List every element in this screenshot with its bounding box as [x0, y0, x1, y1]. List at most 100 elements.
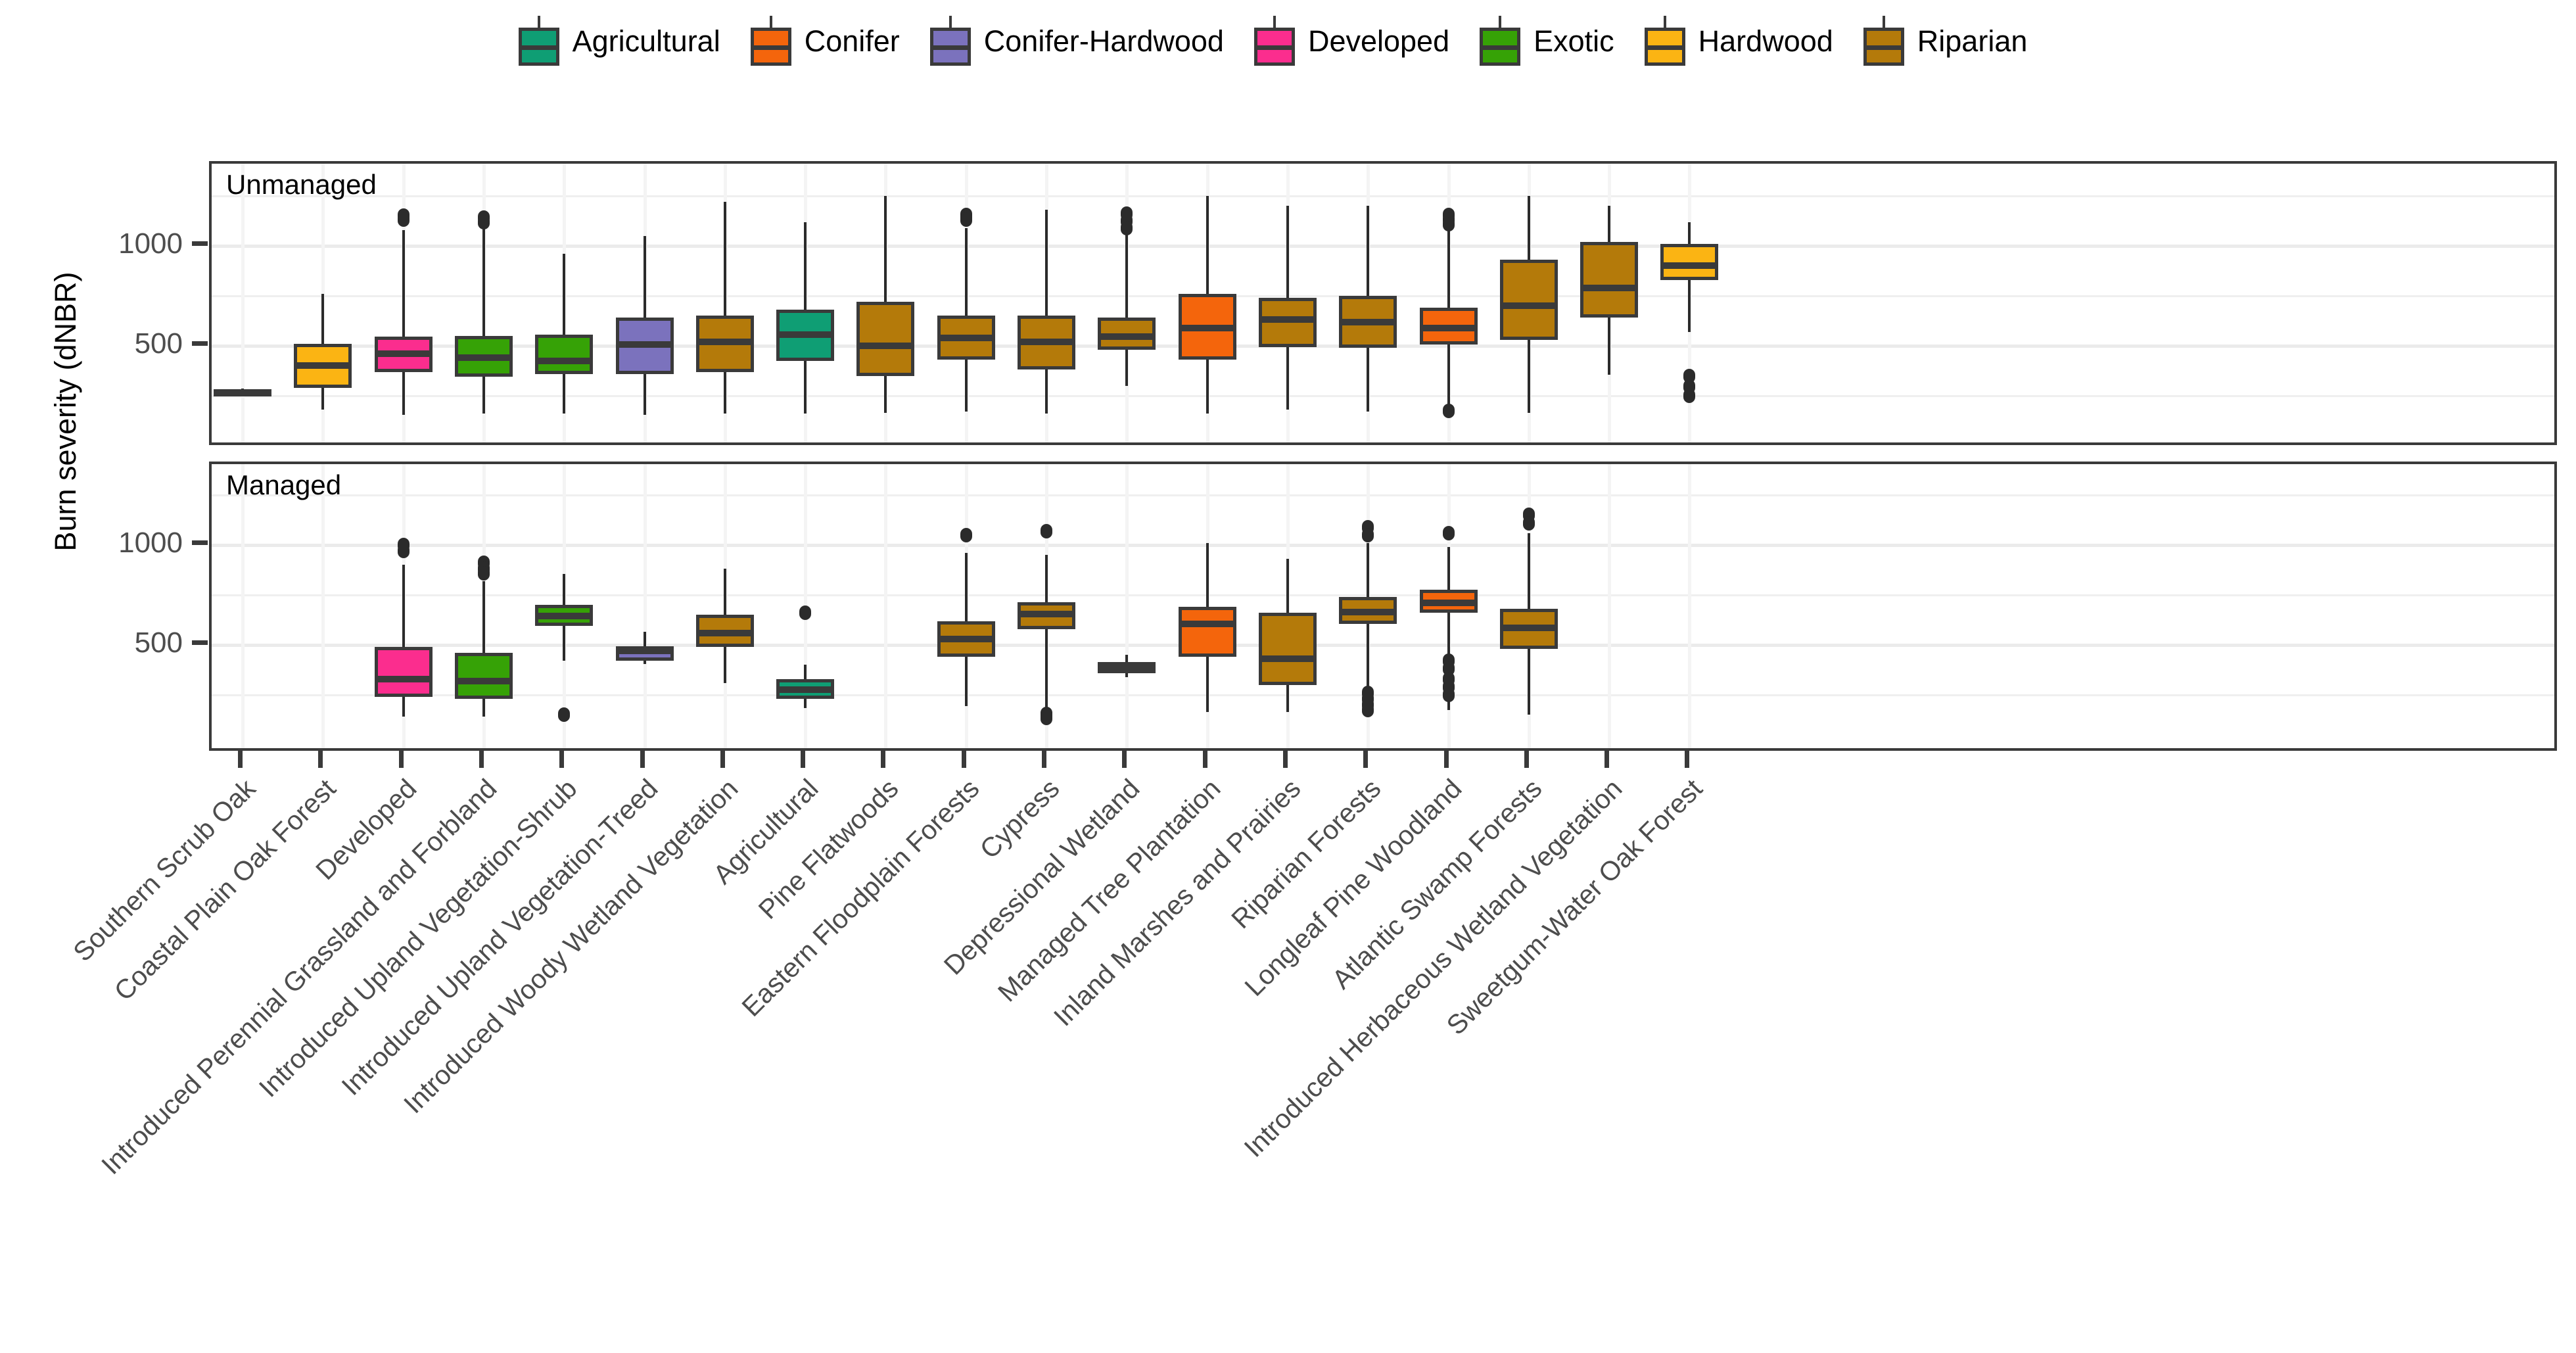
boxplot-developed[interactable] [374, 464, 433, 748]
grid-line-vertical [241, 464, 245, 748]
legend-item-conifer-hardwood[interactable]: Conifer-Hardwood [929, 16, 1224, 66]
boxplot-developed[interactable] [374, 164, 433, 442]
boxplot-agricultural[interactable] [776, 464, 835, 748]
legend-item-developed[interactable]: Developed [1253, 16, 1449, 66]
boxplot-introduced-perennial-grassland-and-forbland[interactable] [454, 164, 513, 442]
y-tick-label: 1000 [118, 227, 183, 260]
boxplot-managed-tree-plantation[interactable] [1178, 464, 1236, 748]
boxplot-eastern-floodplain-forests[interactable] [937, 464, 995, 748]
legend-item-agricultural[interactable]: Agricultural [518, 16, 720, 66]
x-tick-mark [559, 751, 565, 768]
median-line [776, 331, 835, 339]
x-tick-mark [1282, 751, 1288, 768]
median-line [1098, 664, 1156, 671]
y-tick-label: 1000 [118, 527, 183, 559]
outlier-point [477, 565, 490, 581]
outlier-point [1442, 525, 1455, 540]
boxplot-eastern-floodplain-forests[interactable] [937, 164, 995, 442]
x-tick-mark [1122, 751, 1127, 768]
box-iqr [1660, 243, 1719, 280]
boxplot-cypress[interactable] [1018, 164, 1075, 442]
outlier-point [1041, 523, 1052, 538]
legend-item-riparian[interactable]: Riparian [1863, 16, 2027, 66]
x-tick-mark [881, 751, 886, 768]
whisker-line [563, 254, 566, 414]
legend-item-exotic[interactable]: Exotic [1480, 16, 1614, 66]
x-tick-mark [1524, 751, 1529, 768]
box-iqr [1258, 613, 1317, 685]
legend-item-label: Hardwood [1698, 24, 1833, 58]
boxplot-southern-scrub-oak[interactable] [214, 164, 271, 442]
boxplot-introduced-woody-wetland-vegetation[interactable] [695, 164, 754, 442]
boxplot-introduced-upland-vegetation-treed[interactable] [615, 464, 674, 748]
legend-key-icon [1253, 16, 1295, 66]
whisker-line [482, 581, 485, 717]
legend-key-icon [929, 16, 971, 66]
boxplot-introduced-upland-vegetation-shrub[interactable] [535, 464, 594, 748]
x-tick-mark [801, 751, 806, 768]
median-line [1499, 625, 1558, 632]
outlier-point [799, 605, 812, 621]
grid-line-horizontal [212, 195, 2554, 197]
boxplot-longleaf-pine-woodland[interactable] [1419, 464, 1478, 748]
grid-line-vertical [643, 464, 647, 748]
grid-line-horizontal [212, 544, 2554, 547]
boxplot-agricultural[interactable] [776, 164, 835, 442]
legend-item-label: Conifer [804, 24, 900, 58]
x-tick-mark [479, 751, 484, 768]
median-line [1178, 324, 1236, 331]
x-tick-mark [1685, 751, 1690, 768]
boxplot-depressional-wetland[interactable] [1098, 164, 1156, 442]
grid-line-vertical [1608, 464, 1612, 748]
boxplot-managed-tree-plantation[interactable] [1178, 164, 1236, 442]
boxplot-inland-marshes-and-prairies[interactable] [1258, 164, 1317, 442]
y-tick-mark [192, 241, 208, 246]
boxplot-cypress[interactable] [1018, 464, 1075, 748]
x-tick-mark [1202, 751, 1207, 768]
box-iqr [374, 647, 433, 698]
outlier-point [1442, 403, 1455, 418]
boxplot-introduced-herbaceous-wetland-vegetation[interactable] [1580, 164, 1639, 442]
boxplot-coastal-plain-oak-forest[interactable] [294, 164, 352, 442]
boxplot-depressional-wetland[interactable] [1098, 464, 1156, 748]
boxplot-pine-flatwoods[interactable] [856, 164, 915, 442]
y-tick-mark [192, 540, 208, 545]
median-line [374, 350, 433, 358]
whisker-line [1045, 210, 1048, 414]
legend-key-icon [1863, 16, 1904, 66]
median-line [695, 629, 754, 636]
outlier-point [1442, 688, 1455, 702]
boxplot-atlantic-swamp-forests[interactable] [1499, 464, 1558, 748]
grid-line-horizontal [212, 644, 2554, 647]
legend-item-label: Agricultural [572, 24, 720, 58]
legend-item-conifer[interactable]: Conifer [750, 16, 900, 66]
boxplot-inland-marshes-and-prairies[interactable] [1258, 464, 1317, 748]
x-tick-mark [640, 751, 645, 768]
grid-line-horizontal [212, 245, 2554, 248]
median-line [776, 686, 835, 694]
boxplot-longleaf-pine-woodland[interactable] [1419, 164, 1478, 442]
median-line [1258, 316, 1317, 323]
outlier-point [960, 527, 972, 542]
boxplot-riparian-forests[interactable] [1339, 464, 1397, 748]
outlier-point [1121, 220, 1133, 235]
grid-line-vertical [884, 464, 888, 748]
grid-line-horizontal [212, 494, 2554, 496]
boxplot-riparian-forests[interactable] [1339, 164, 1397, 442]
box-iqr [1580, 241, 1639, 318]
boxplot-atlantic-swamp-forests[interactable] [1499, 164, 1558, 442]
boxplot-introduced-woody-wetland-vegetation[interactable] [695, 464, 754, 748]
median-line [1098, 333, 1156, 341]
box-iqr [856, 302, 915, 376]
median-line [615, 341, 674, 348]
legend-item-hardwood[interactable]: Hardwood [1644, 16, 1833, 66]
outlier-point [1362, 702, 1374, 717]
boxplot-introduced-upland-vegetation-treed[interactable] [615, 164, 674, 442]
boxplot-sweetgum-water-oak-forest[interactable] [1660, 164, 1719, 442]
legend-key-icon [750, 16, 791, 66]
legend-key-icon [1644, 16, 1685, 66]
panel-label-unmanaged: Unmanaged [226, 169, 377, 200]
grid-line-vertical [321, 464, 325, 748]
boxplot-introduced-perennial-grassland-and-forbland[interactable] [454, 464, 513, 748]
boxplot-introduced-upland-vegetation-shrub[interactable] [535, 164, 594, 442]
